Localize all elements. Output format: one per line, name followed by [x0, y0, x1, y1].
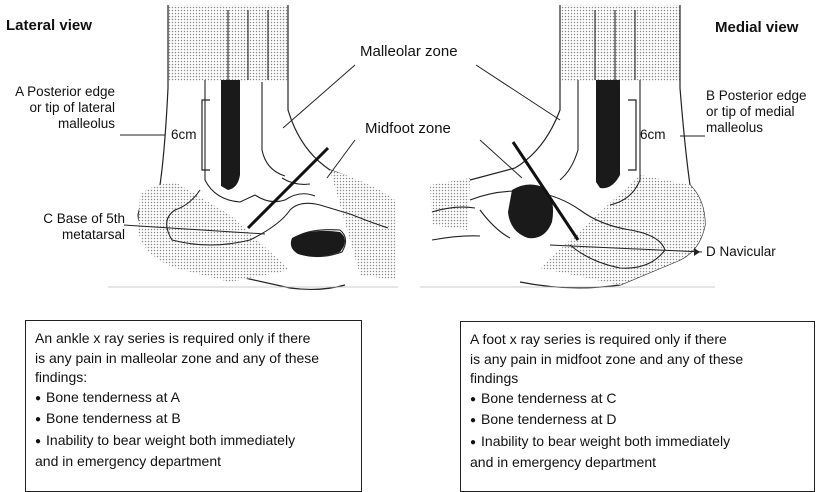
malleolar-zone-label: Malleolar zone: [360, 44, 458, 60]
medial-view-heading: Medial view: [715, 20, 798, 36]
ankle-rule-intro-1: An ankle x ray series is required only i…: [35, 329, 351, 349]
lateral-view-heading: Lateral view: [6, 18, 92, 34]
label-b-line-1: B Posterior edge: [706, 88, 807, 104]
foot-rule-item: Bone tenderness at C: [470, 389, 804, 411]
label-b-line-2: or tip of medial: [706, 104, 807, 120]
label-a-line-1: A Posterior edge: [0, 84, 115, 100]
ankle-rule-box: An ankle x ray series is required only i…: [25, 320, 362, 492]
midfoot-zone-label: Midfoot zone: [365, 121, 451, 137]
label-a-line-3: malleolus: [0, 116, 115, 132]
label-a: A Posterior edge or tip of lateral malle…: [0, 84, 115, 132]
ankle-rule-item: Inability to bear weight both immediatel…: [35, 431, 351, 453]
ankle-rule-intro-3: findings:: [35, 368, 351, 388]
medial-6cm-label: 6cm: [640, 127, 666, 143]
lateral-foot-illustration: [120, 5, 395, 289]
foot-rule-item-continued: and in emergency department: [470, 453, 804, 473]
label-d: D Navicular: [706, 244, 776, 260]
ankle-rule-item: Bone tenderness at A: [35, 388, 351, 410]
foot-rule-intro-2: is any pain in midfoot zone and any of t…: [470, 350, 804, 370]
label-a-line-2: or tip of lateral: [0, 100, 115, 116]
ankle-rule-item: Bone tenderness at B: [35, 409, 351, 431]
foot-rule-item: Bone tenderness at D: [470, 410, 804, 432]
foot-rule-box: A foot x ray series is required only if …: [460, 321, 815, 492]
label-c: C Base of 5th metatarsal: [5, 211, 125, 243]
label-b-line-3: malleolus: [706, 120, 807, 136]
foot-rule-item: Inability to bear weight both immediatel…: [470, 432, 804, 454]
lateral-6cm-label: 6cm: [171, 127, 197, 143]
ankle-rule-intro-2: is any pain in malleolar zone and any of…: [35, 349, 351, 369]
foot-rule-intro-1: A foot x ray series is required only if …: [470, 330, 804, 350]
label-c-line-1: C Base of 5th: [5, 211, 125, 227]
label-b: B Posterior edge or tip of medial malleo…: [706, 88, 807, 136]
ankle-rule-item-continued: and in emergency department: [35, 452, 351, 472]
medial-foot-illustration: [430, 5, 705, 288]
label-c-line-2: metatarsal: [5, 227, 125, 243]
foot-rule-intro-3: findings: [470, 369, 804, 389]
